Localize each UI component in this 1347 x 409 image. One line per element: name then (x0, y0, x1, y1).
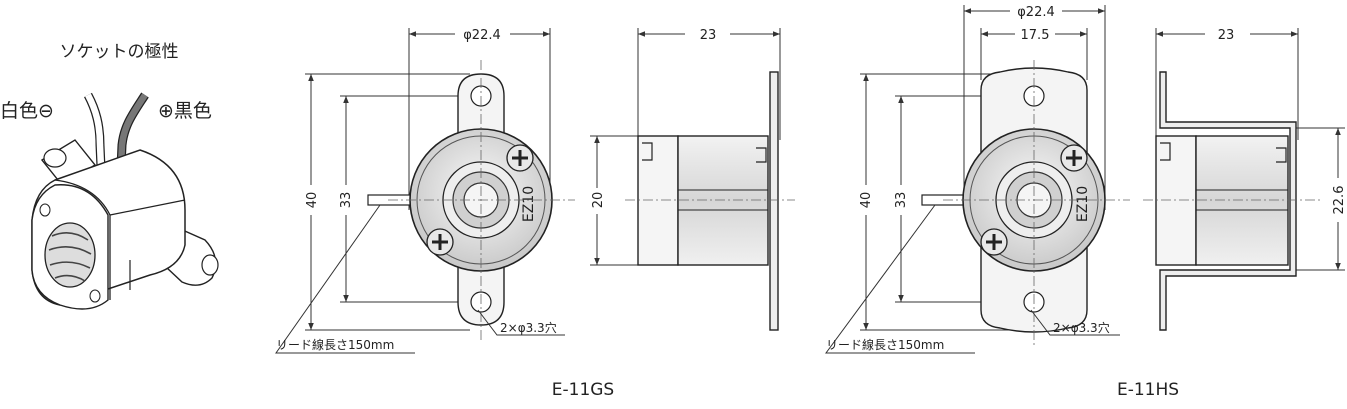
hs-hole-label: 2×φ3.3穴 (1053, 320, 1110, 335)
hs-side-height-dim: 22.6 (1332, 186, 1347, 215)
hs-terminal-screw-bottom (980, 228, 1008, 256)
hs-side-bracket (1159, 71, 1297, 331)
gs-side-cap (637, 135, 679, 266)
polarity-title: ソケットの極性 (60, 42, 179, 62)
negative-wire-label: 白色⊖ (0, 100, 54, 122)
gs-top-dim: φ22.4 (463, 28, 501, 43)
hs-height-dim: 40 (859, 192, 874, 209)
hs-side-body (1195, 135, 1289, 266)
hs-lead-label: リード線長さ150mm (826, 337, 944, 352)
hs-front-view: φ22.4 17.5 40 33 (825, 5, 1130, 354)
gs-hole-label: 2×φ3.3穴 (500, 320, 557, 335)
gs-front-view: φ22.4 40 33 EZ10 (275, 28, 575, 354)
gs-side-height-dim: 20 (591, 192, 606, 209)
socket-threaded-hole (44, 222, 96, 288)
hs-top-dim: φ22.4 (1017, 5, 1055, 20)
positive-wire-label: ⊕黒色 (158, 100, 212, 122)
hs-inner-dim: 33 (894, 192, 909, 209)
gs-side-width-dim: 23 (700, 28, 717, 43)
gs-terminal-screw-bottom (426, 228, 454, 256)
hs-side-width-dim: 23 (1218, 28, 1235, 43)
gs-side-bracket (769, 71, 779, 331)
gs-side-view: 23 20 (590, 28, 795, 331)
polarity-illustration: ソケットの極性 白色⊖ ⊕黒色 (0, 42, 219, 310)
hs-marking: EZ10 (1075, 186, 1091, 222)
gs-terminal-screw-top (506, 144, 534, 172)
gs-lead-label: リード線長さ150mm (276, 337, 394, 352)
gs-height-dim: 40 (305, 192, 320, 209)
hs-inner-top-dim: 17.5 (1021, 28, 1050, 43)
gs-model-label: E-11GS (552, 380, 614, 400)
gs-marking: EZ10 (521, 186, 537, 222)
gs-inner-dim: 33 (339, 192, 354, 209)
gs-side-body (677, 135, 769, 266)
hs-model-label: E-11HS (1117, 380, 1179, 400)
hs-side-cap (1155, 135, 1197, 266)
hs-terminal-screw-top (1060, 144, 1088, 172)
hs-side-view: 23 22.6 (1143, 28, 1347, 331)
flange-ear-top (40, 139, 97, 186)
